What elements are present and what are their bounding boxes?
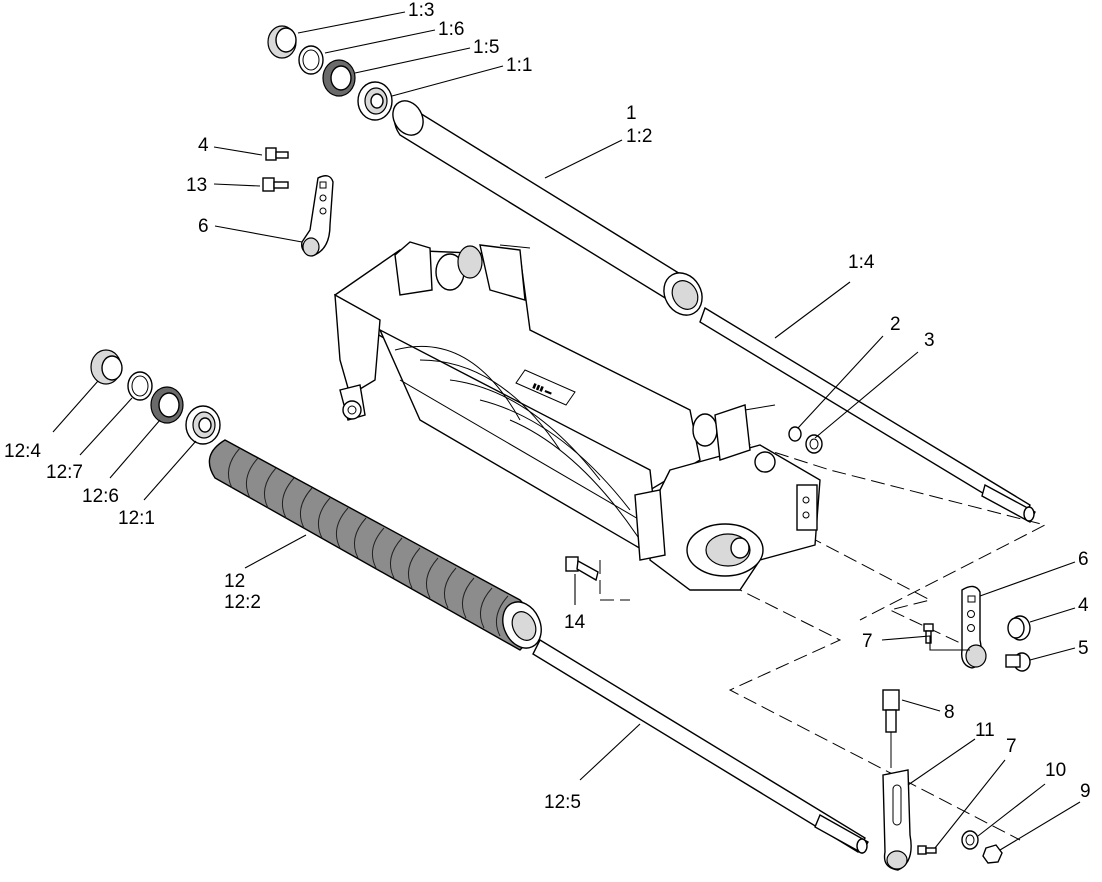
grooved-roller-tube	[208, 439, 542, 651]
callout-11: 11	[975, 720, 995, 741]
callout-1-2: 1:2	[626, 126, 652, 147]
bolt-14	[565, 556, 599, 582]
bolt-5	[1005, 652, 1031, 672]
callout-13: 13	[186, 175, 207, 196]
callout-1-6: 1:6	[438, 19, 464, 40]
callout-3: 3	[924, 330, 935, 351]
drive-assembly-top	[394, 241, 531, 301]
callout-1-3: 1:3	[408, 0, 434, 21]
callout-7-bottom: 7	[1006, 736, 1017, 757]
callout-10: 10	[1045, 760, 1066, 781]
roller-washer-12-7	[127, 371, 153, 401]
callout-14: 14	[564, 612, 586, 633]
callout-1-1: 1:1	[506, 55, 532, 76]
pin-7-right	[923, 623, 934, 644]
callout-12-2: 12:2	[224, 592, 261, 613]
roller-bearing-12-1	[185, 405, 221, 445]
callout-12-6: 12:6	[82, 486, 119, 507]
roller-seal-12-6	[150, 386, 184, 424]
roller-washer-1-6	[298, 45, 324, 75]
drive-assembly-right	[692, 404, 776, 461]
callout-1-5: 1:5	[473, 37, 499, 58]
callout-12-5: 12:5	[544, 792, 581, 813]
callout-5: 5	[1078, 638, 1089, 659]
callout-12-7: 12:7	[46, 462, 83, 483]
arm-6-right	[961, 585, 987, 669]
callout-4-right: 4	[1078, 595, 1089, 616]
arm-6-top	[301, 175, 334, 257]
rear-roller-shaft	[532, 639, 869, 854]
link-11	[882, 769, 912, 871]
callout-labels: 1:3 1:6 1:5 1:1 1 1:2 4 13 6 1:4 2 3 12:…	[4, 0, 1091, 813]
callout-9: 9	[1080, 781, 1091, 802]
roller-seal-1-5	[322, 59, 356, 97]
bolt-13	[262, 177, 289, 192]
callout-6-top: 6	[198, 216, 209, 237]
bolt-4-top	[265, 147, 289, 161]
callout-4-top: 4	[198, 135, 209, 156]
callout-12-1: 12:1	[118, 508, 155, 529]
cap-4-right	[1007, 615, 1031, 641]
leader-lines	[52, 11, 1081, 851]
washer-2	[788, 426, 802, 442]
callout-6-right: 6	[1078, 549, 1089, 570]
callout-8: 8	[944, 702, 955, 723]
front-roller-assembly	[267, 25, 1036, 523]
callout-12-4: 12:4	[4, 441, 41, 462]
callout-1: 1	[626, 103, 637, 124]
pin-7-bottom	[917, 845, 937, 855]
front-roller-shaft	[699, 306, 1036, 523]
callout-1-4: 1:4	[848, 252, 875, 273]
rear-roller-assembly	[90, 349, 869, 854]
washer-10	[961, 830, 979, 850]
callout-12: 12	[224, 571, 245, 592]
roller-cap-12-4	[90, 349, 123, 385]
front-roller-tube	[392, 100, 703, 316]
washer-3	[805, 434, 823, 454]
nut-9	[982, 844, 1003, 864]
adjuster-8	[882, 689, 900, 768]
reel-frame: ▮▮▮ ▬	[333, 241, 821, 591]
roller-bearing-1-1	[357, 81, 393, 121]
roller-cap-1-3	[267, 25, 297, 59]
hardware	[262, 147, 1031, 871]
callout-7-right: 7	[862, 631, 873, 652]
callout-2: 2	[890, 314, 901, 335]
